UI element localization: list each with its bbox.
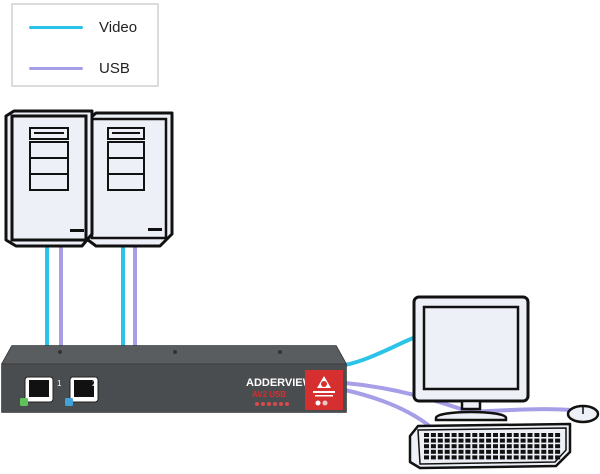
- mouse-icon: [566, 404, 600, 424]
- legend-item-video: Video: [29, 15, 137, 39]
- cables-computers: [45, 244, 137, 346]
- usb-cable-keyboard: [344, 388, 434, 430]
- video-line-swatch: [29, 25, 83, 29]
- computer-tower-icon: [4, 109, 94, 248]
- legend-item-usb: USB: [29, 56, 130, 80]
- kvm-switch: 1 2 ADDERVIEW AV2 USB: [1, 345, 347, 413]
- port-2-button: 2: [65, 376, 99, 406]
- keyboard-keys: [424, 433, 561, 460]
- computer-tower-icon: [86, 111, 174, 248]
- adder-logo-icon: [305, 370, 343, 410]
- legend: Video USB: [11, 3, 159, 87]
- video-cable-monitor: [344, 334, 419, 367]
- legend-label-usb: USB: [99, 59, 130, 77]
- port-1-label: 1: [57, 379, 62, 388]
- monitor-icon: [412, 295, 530, 422]
- port-2-label: 2: [92, 379, 97, 388]
- port-1-button: 1: [20, 376, 62, 406]
- usb-line-swatch: [29, 66, 83, 70]
- keyboard-icon: [408, 422, 572, 470]
- model-label: AV2 USB: [252, 390, 286, 399]
- status-leds: [255, 402, 289, 406]
- brand-label: ADDERVIEW: [246, 377, 314, 389]
- legend-label-video: Video: [99, 18, 138, 36]
